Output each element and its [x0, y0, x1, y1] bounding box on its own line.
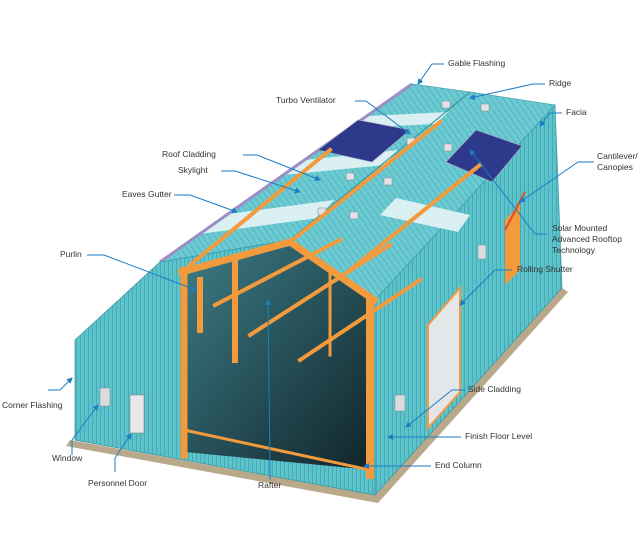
- side-window: [394, 394, 406, 412]
- label-purlin: Purlin: [60, 249, 82, 259]
- ridge-line: [289, 91, 471, 241]
- eaves-gutter: [159, 82, 413, 264]
- interior-opening: [185, 246, 372, 470]
- label-end-column: End Column: [435, 460, 482, 470]
- label-corner-flashing: Corner Flashing: [2, 400, 63, 410]
- label-facia: Facia: [566, 107, 587, 117]
- label-turbo-ventilator: Turbo Ventilator: [276, 95, 336, 105]
- personnel-door: [129, 394, 145, 434]
- label-ridge: Ridge: [549, 78, 572, 88]
- label-rafter: Rafter: [258, 480, 282, 490]
- label-window: Window: [52, 453, 83, 463]
- label-solar-mounted: Solar Mounted Advanced Rooftop Technolog…: [552, 223, 622, 255]
- label-finish-floor-level: Finish Floor Level: [465, 431, 533, 441]
- label-gable-flashing: Gable Flashing: [448, 58, 506, 68]
- solar-panel: [445, 129, 523, 183]
- leader-lines: [48, 63, 594, 480]
- label-roof-cladding: Roof Cladding: [162, 149, 216, 159]
- label-eaves-gutter: Eaves Gutter: [122, 189, 172, 199]
- label-personnel-door: Personnel Door: [88, 478, 148, 488]
- front-window: [99, 387, 111, 407]
- skylight: [200, 200, 334, 234]
- skylight: [380, 198, 470, 232]
- label-side-cladding: Side Cladding: [468, 384, 521, 394]
- floor-slab: [66, 288, 568, 503]
- steel-frame: [177, 119, 483, 479]
- label-cantilever-canopies: Cantilever/ Canopies: [597, 151, 638, 172]
- label-skylight: Skylight: [178, 165, 208, 175]
- rolling-shutter: [427, 285, 461, 431]
- label-rolling-shutter: Rolling Shutter: [517, 264, 573, 274]
- side-window: [477, 244, 487, 260]
